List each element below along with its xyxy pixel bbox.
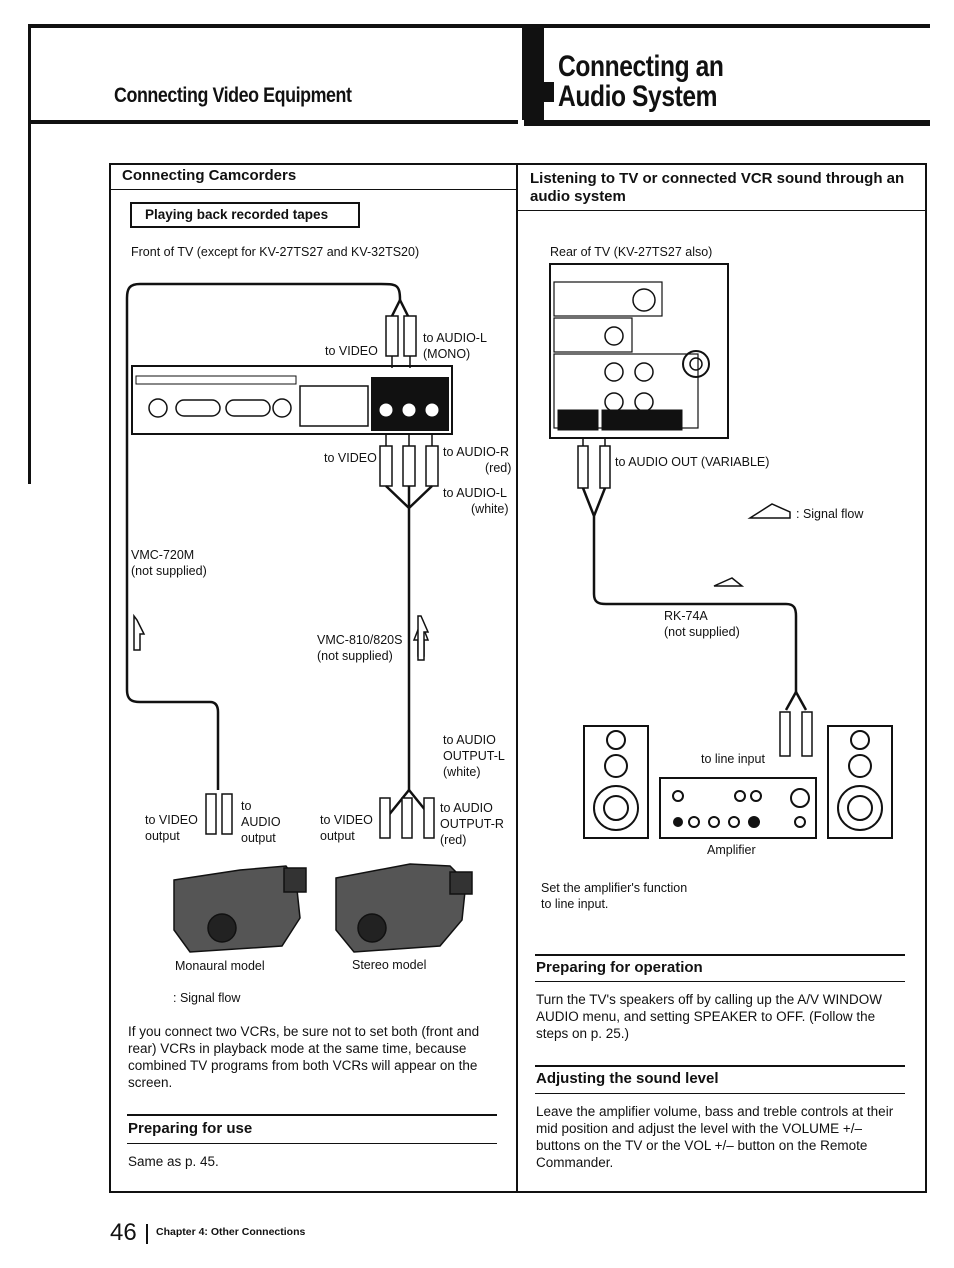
right-title-underline xyxy=(517,210,927,211)
subsection-title: Playing back recorded tapes xyxy=(145,207,329,222)
label-vmc810: VMC-810/820S xyxy=(317,633,403,647)
rear-caption: Rear of TV (KV-27TS27 also) xyxy=(550,245,713,259)
label-to-audio-l-top: to AUDIO-L xyxy=(423,331,487,345)
label-white: (white) xyxy=(471,502,509,516)
header-bottom-rule-left xyxy=(30,120,518,124)
adjust-text: Leave the amplifier volume, bass and tre… xyxy=(536,1104,894,1170)
label-audio-output-r-2: OUTPUT-R xyxy=(440,817,504,831)
label-to-audio-output-a1: to xyxy=(241,799,252,813)
prep-op-title: Preparing for operation xyxy=(536,959,703,976)
prep-op-bottom-rule xyxy=(535,981,905,982)
subsection-box xyxy=(130,202,360,228)
rear-plugs xyxy=(577,438,611,489)
tv-rear-panel xyxy=(549,263,729,439)
label-rk74a-note: (not supplied) xyxy=(664,625,740,639)
front-caption: Front of TV (except for KV-27TS27 and KV… xyxy=(131,245,420,259)
label-vmc720-note: (not supplied) xyxy=(131,564,207,578)
label-vmc720: VMC-720M xyxy=(131,548,195,562)
label-to-video-output-b: to VIDEO xyxy=(320,813,373,827)
signal-flow-arrows xyxy=(133,613,430,661)
page-title-line2: Audio System xyxy=(558,80,718,113)
preparing-use-top-rule xyxy=(127,1114,497,1116)
header-bottom-rule-right xyxy=(524,120,930,126)
label-output-b: output xyxy=(320,829,355,843)
adjust-title: Adjusting the sound level xyxy=(536,1070,719,1087)
label-vmc810-note: (not supplied) xyxy=(317,649,393,663)
camcorder-stereo xyxy=(335,863,473,953)
label-amplifier: Amplifier xyxy=(707,843,756,857)
title-accent-bar-bottom xyxy=(522,82,554,102)
label-audio-output-l-1: to AUDIO xyxy=(443,733,496,747)
vmc810-cable xyxy=(385,485,433,817)
plugs-top xyxy=(385,315,417,368)
prep-op-text: Turn the TV's speakers off by calling up… xyxy=(536,992,882,1041)
label-stereo-model: Stereo model xyxy=(352,958,427,972)
adjust-top-rule xyxy=(535,1065,905,1067)
left-title-underline xyxy=(109,189,517,190)
label-to-audio-output-a3: output xyxy=(241,831,276,845)
label-audio-output-r-1: to AUDIO xyxy=(440,801,493,815)
tv-front-panel xyxy=(131,365,453,435)
camcorder-monaural xyxy=(173,865,307,953)
amplifier xyxy=(659,777,817,839)
left-section-title: Connecting Camcorders xyxy=(122,167,297,184)
vcr-note: If you connect two VCRs, be sure not to … xyxy=(128,1024,480,1090)
signal-flow-legend-icon-right xyxy=(713,503,791,587)
adjust-bottom-rule xyxy=(535,1093,905,1094)
footer-divider xyxy=(146,1224,148,1244)
label-to-video-output-a: to VIDEO xyxy=(145,813,198,827)
vmc720-cable xyxy=(125,282,410,790)
label-to-audio-l: to AUDIO-L xyxy=(443,486,507,500)
label-mono: (MONO) xyxy=(423,347,471,361)
label-to-video-top: to VIDEO xyxy=(325,344,378,358)
plugs-mid xyxy=(379,434,439,487)
page-number: 46 xyxy=(110,1219,137,1246)
rk74a-cable xyxy=(581,487,808,711)
prep-op-top-rule xyxy=(535,954,905,956)
label-to-audio-output-a2: AUDIO xyxy=(241,815,281,829)
speaker-left xyxy=(583,725,649,839)
label-signal-flow-right: : Signal flow xyxy=(796,507,864,521)
label-audio-output-l-2: OUTPUT-L xyxy=(443,749,505,763)
label-to-line-input: to line input xyxy=(701,752,765,766)
audio-system-diagram xyxy=(549,263,893,839)
content-box xyxy=(109,163,927,1193)
label-audio-output-l-3: (white) xyxy=(443,765,481,779)
label-rk74a: RK-74A xyxy=(664,609,708,623)
label-to-video-mid: to VIDEO xyxy=(324,451,377,465)
preparing-use-text: Same as p. 45. xyxy=(128,1154,219,1169)
header-top-rule xyxy=(30,24,930,28)
label-monaural-model: Monaural model xyxy=(175,959,265,973)
label-signal-flow-left: : Signal flow xyxy=(173,991,241,1005)
page-title-line1: Connecting an xyxy=(558,50,724,83)
label-output-a: output xyxy=(145,829,180,843)
label-audio-output-r-3: (red) xyxy=(440,833,467,847)
header-left-border xyxy=(28,24,31,484)
right-section-title: Listening to TV or connected VCR sound t… xyxy=(530,170,905,205)
label-to-audio-r: to AUDIO-R xyxy=(443,445,509,459)
camcorder-plugs xyxy=(205,793,435,839)
chapter-footer: Chapter 4: Other Connections xyxy=(156,1226,306,1238)
preparing-use-title: Preparing for use xyxy=(128,1120,253,1137)
column-divider xyxy=(516,163,518,1193)
speaker-right xyxy=(827,725,893,839)
amp-note-line2: to line input. xyxy=(541,897,609,911)
amp-plugs xyxy=(779,711,813,757)
label-red: (red) xyxy=(485,461,512,475)
label-to-audio-out: to AUDIO OUT (VARIABLE) xyxy=(615,455,770,469)
camcorder-connection-diagram xyxy=(125,282,473,953)
amp-note-line1: Set the amplifier's function xyxy=(541,881,688,895)
title-accent-bar xyxy=(522,28,544,120)
preparing-use-bottom-rule xyxy=(127,1143,497,1144)
chapter-title: Connecting Video Equipment xyxy=(114,84,352,107)
